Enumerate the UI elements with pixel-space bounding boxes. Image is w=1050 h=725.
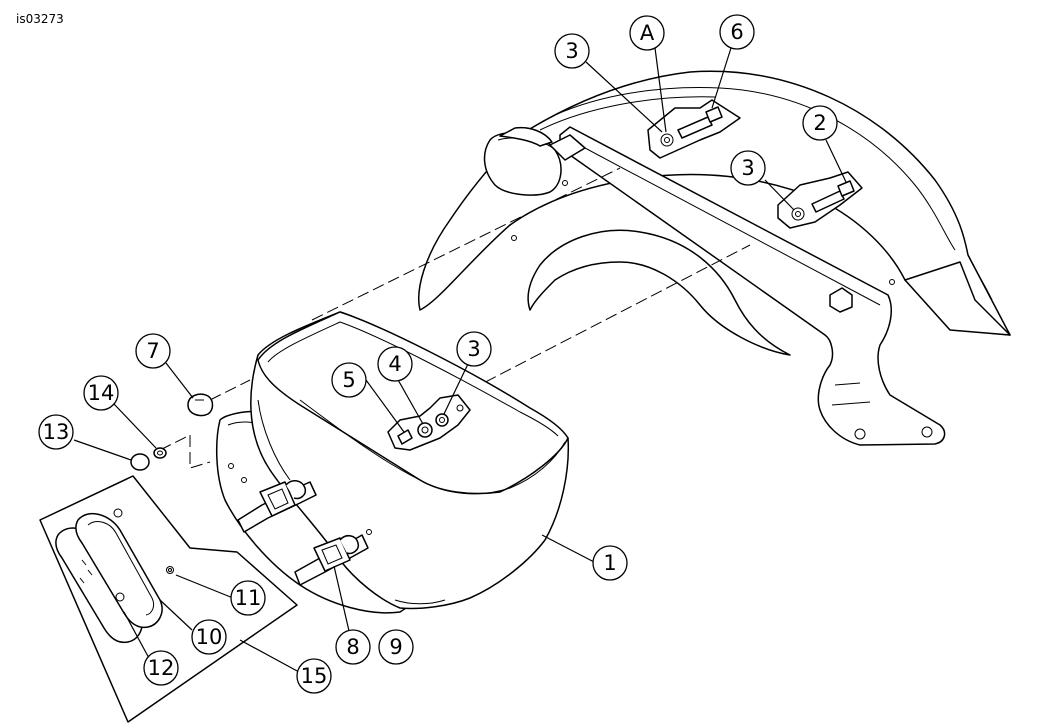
lock-washer xyxy=(153,447,167,459)
svg-text:5: 5 xyxy=(342,368,355,392)
callout-11: 11 xyxy=(230,580,266,616)
lower-mounting-plate xyxy=(777,171,863,229)
svg-text:2: 2 xyxy=(813,111,826,135)
svg-text:9: 9 xyxy=(389,635,402,659)
svg-text:3: 3 xyxy=(741,156,754,180)
svg-text:10: 10 xyxy=(196,625,223,649)
strap-lower xyxy=(294,534,369,586)
svg-text:12: 12 xyxy=(148,656,175,680)
svg-text:11: 11 xyxy=(235,586,262,610)
alignment-lines xyxy=(159,167,751,469)
support-rail xyxy=(483,126,946,446)
svg-text:14: 14 xyxy=(88,381,115,405)
figure-id: is03273 xyxy=(16,12,64,26)
svg-text:1: 1 xyxy=(603,551,616,575)
callout-A: A xyxy=(629,15,665,51)
callout-2: 2 xyxy=(802,105,838,141)
saddlebag xyxy=(215,311,570,614)
callout-12: 12 xyxy=(143,650,179,686)
cap xyxy=(130,453,150,471)
svg-text:3: 3 xyxy=(565,39,578,63)
callout-10: 10 xyxy=(191,619,227,655)
callout-5: 5 xyxy=(331,362,367,398)
svg-text:13: 13 xyxy=(43,420,70,444)
acorn-nut xyxy=(187,393,214,417)
svg-text:3: 3 xyxy=(467,337,480,361)
svg-text:15: 15 xyxy=(301,664,328,688)
callout-3-top: 3 xyxy=(554,33,590,69)
callout-13: 13 xyxy=(38,414,74,450)
callout-7: 7 xyxy=(135,333,171,369)
svg-text:8: 8 xyxy=(346,635,359,659)
svg-text:A: A xyxy=(640,21,655,45)
callout-6: 6 xyxy=(719,14,755,50)
callout-1: 1 xyxy=(592,545,628,581)
callout-3-fender: 3 xyxy=(730,150,766,186)
strap-upper xyxy=(237,480,317,533)
svg-text:7: 7 xyxy=(146,339,159,363)
callout-14: 14 xyxy=(83,375,119,411)
leader-lines xyxy=(73,47,847,673)
callout-8: 8 xyxy=(335,629,371,665)
callout-15: 15 xyxy=(296,658,332,694)
svg-text:6: 6 xyxy=(730,20,743,44)
svg-text:4: 4 xyxy=(388,352,401,376)
callout-4: 4 xyxy=(377,346,413,382)
callout-9: 9 xyxy=(378,629,414,665)
callout-3-bag: 3 xyxy=(456,331,492,367)
detail-inset xyxy=(39,475,298,723)
upper-mounting-plate xyxy=(647,99,741,159)
